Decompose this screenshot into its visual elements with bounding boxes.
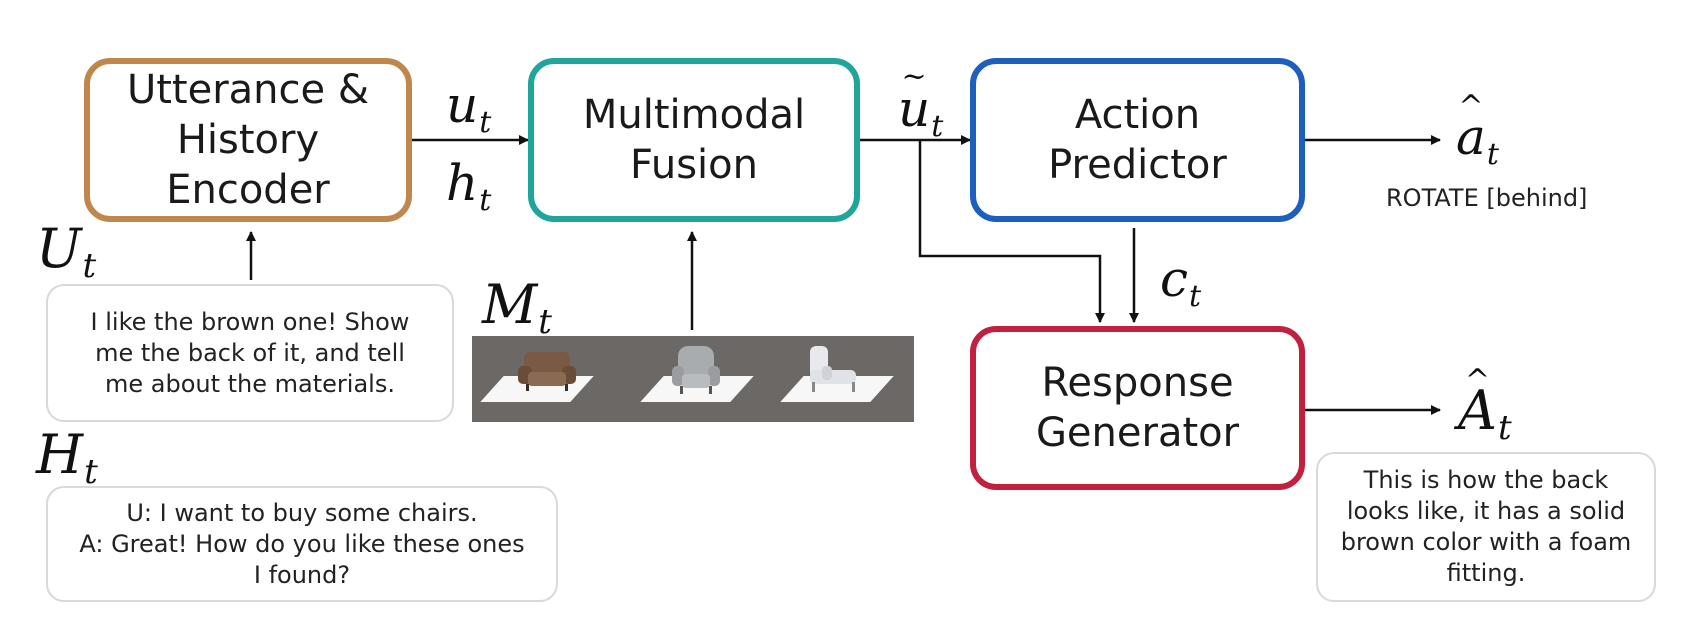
symbol-c-t: ct xyxy=(1160,250,1202,314)
white-chaise-lounge-image xyxy=(810,346,856,392)
arrow-fused-to-response xyxy=(918,140,1105,323)
multimodal-fusion-block: Multimodal Fusion xyxy=(528,58,860,222)
symbol-U-t: Ut xyxy=(36,217,97,286)
symbol-A-hat-t: ^ A t xyxy=(1458,363,1512,448)
scene-image-strip xyxy=(472,336,914,422)
symbol-M-t: Mt xyxy=(482,273,552,342)
response-output-bubble: This is how the back looks like, it has … xyxy=(1316,452,1656,602)
response-generator-block: Response Generator xyxy=(970,326,1305,490)
symbol-u-t: ut xyxy=(446,76,492,140)
utterance-history-encoder-block: Utterance & History Encoder xyxy=(84,58,412,222)
brown-armchair-image xyxy=(518,352,576,391)
encoder-label: Utterance & History Encoder xyxy=(126,67,370,213)
response-label: Response Generator xyxy=(1035,360,1240,456)
user-utterance-bubble: I like the brown one! Show me the back o… xyxy=(46,284,454,422)
fusion-label: Multimodal Fusion xyxy=(582,92,806,188)
dialogue-history-bubble: U: I want to buy some chairs. A: Great! … xyxy=(46,486,558,602)
symbol-H-t: Ht xyxy=(36,423,98,492)
action-output-label: ROTATE [behind] xyxy=(1386,184,1588,212)
symbol-u-tilde-t: ~ u t xyxy=(898,59,944,144)
symbol-h-t: ht xyxy=(446,154,492,218)
action-label: Action Predictor xyxy=(1048,92,1227,188)
symbol-a-hat-t: ^ a t xyxy=(1456,89,1499,172)
action-predictor-block: Action Predictor xyxy=(970,58,1305,222)
grey-armchair-image xyxy=(672,346,720,394)
